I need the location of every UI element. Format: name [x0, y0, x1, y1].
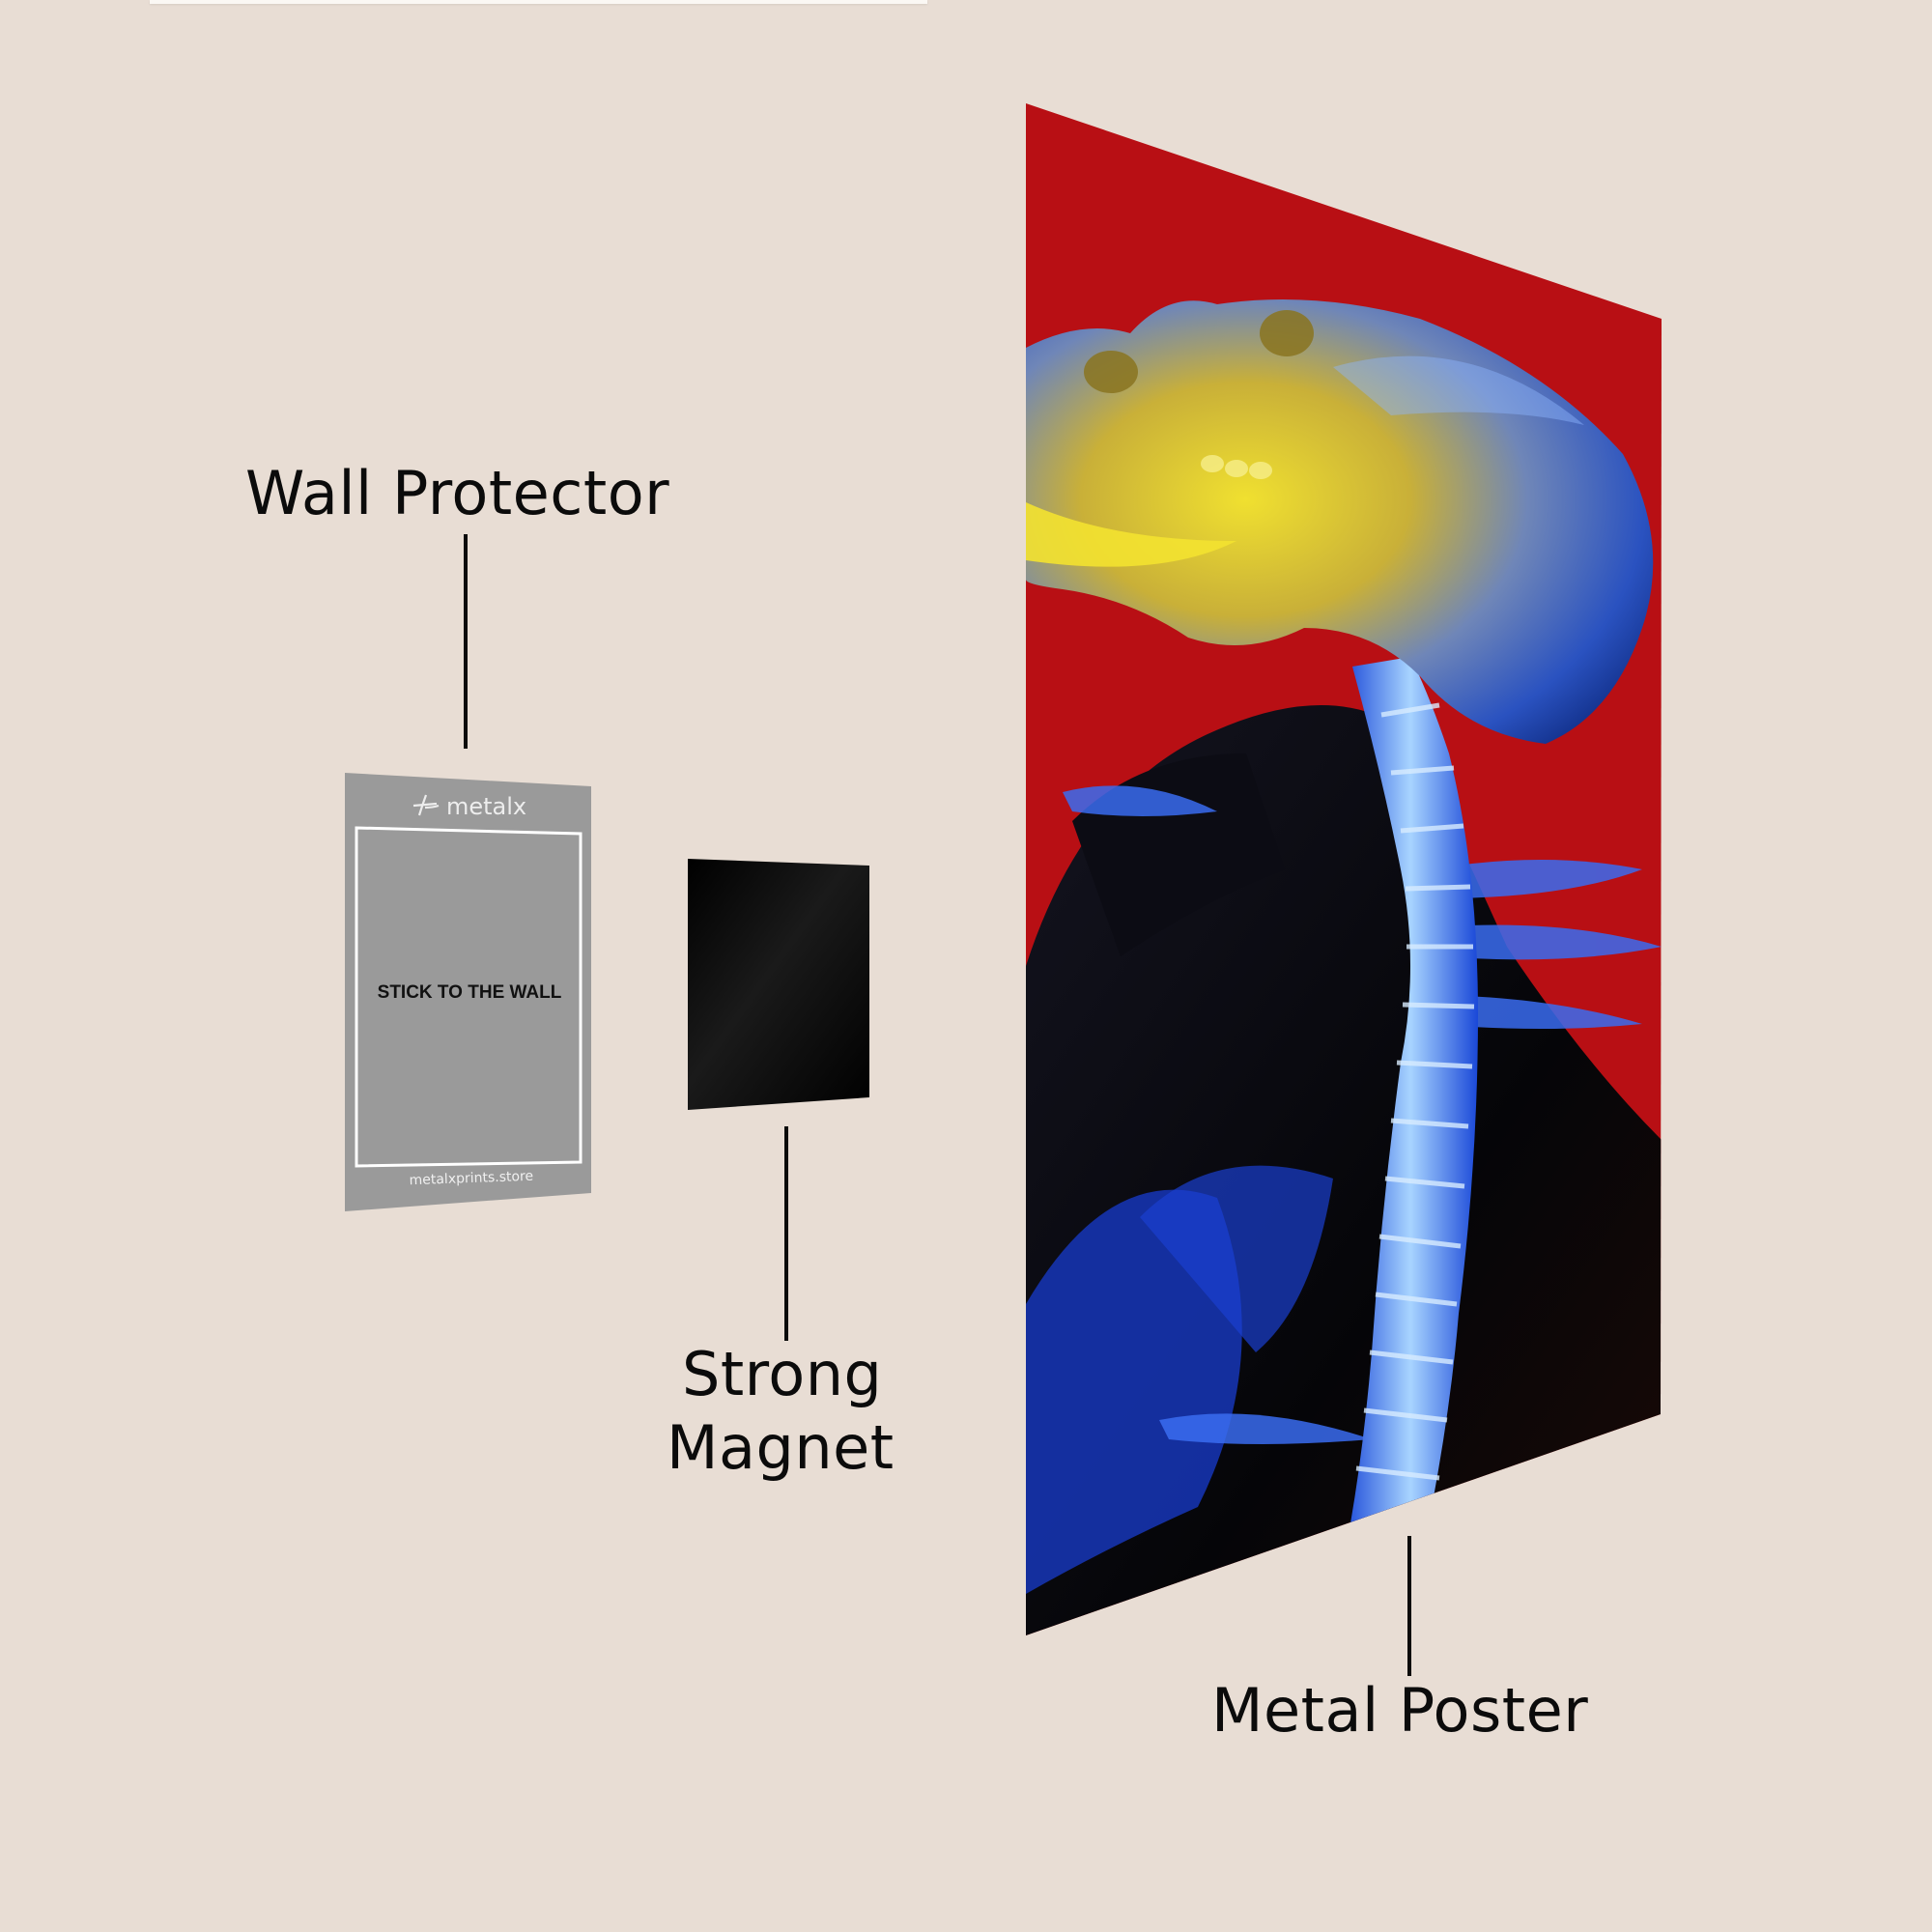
metal-poster — [1026, 103, 1662, 1635]
strong-magnet — [688, 859, 869, 1110]
wall-protector-label: Wall Protector — [245, 458, 670, 528]
metal-poster-label: Metal Poster — [1211, 1675, 1589, 1746]
strong-magnet-label-line2: Magnet — [667, 1412, 895, 1483]
protector-brand: metalx — [446, 793, 526, 820]
metalx-logo-icon — [412, 794, 440, 816]
wall-protector: metalx STICK TO THE WALL metalxprints.st… — [345, 773, 591, 1211]
strong-magnet-label-line1: Strong — [682, 1339, 883, 1409]
protector-website: metalxprints.store — [409, 1169, 533, 1188]
magnet-leader-line — [784, 1126, 788, 1341]
wall-protector-leader-line — [464, 534, 468, 749]
poster-leader-line — [1407, 1536, 1411, 1676]
protector-instruction: STICK TO THE WALL — [378, 982, 562, 1003]
top-edge-bar — [150, 0, 927, 4]
